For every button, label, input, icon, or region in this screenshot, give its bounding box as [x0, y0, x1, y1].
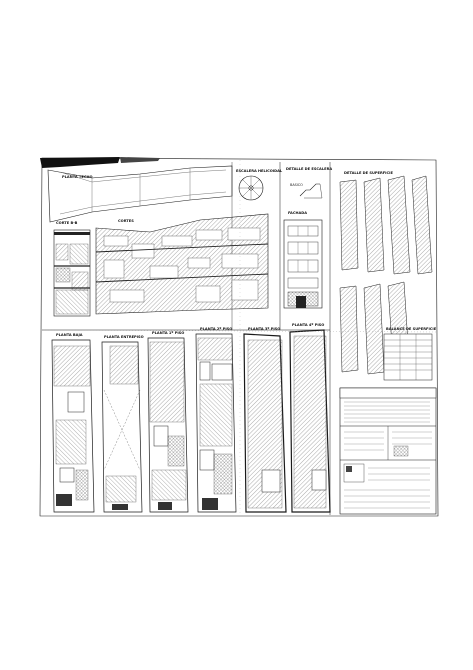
title-block	[339, 387, 437, 515]
stair-detail-label: DETALLE DE ESCALERA	[286, 167, 332, 171]
cortes-label: CORTES	[118, 219, 134, 223]
floor-plan-6-label: PLANTA 4º PISO	[292, 323, 324, 327]
roof-plan-label: PLANTA TECHO	[62, 175, 93, 179]
stair-detail-sub: BASICO	[290, 183, 303, 187]
facade: FACHADA	[283, 211, 323, 309]
floor-plan-2-label: PLANTA ENTREPISO	[104, 335, 144, 339]
floor-plan-4-label: PLANTA 2º PISO	[200, 327, 232, 331]
section-cortes: CORTES	[95, 213, 269, 315]
floor-plan-3-label: PLANTA 1º PISO	[152, 331, 184, 335]
stair-detail: DETALLE DE ESCALERA BASICO	[286, 167, 332, 199]
floor-plan-5-label: PLANTA 3º PISO	[248, 327, 280, 331]
floor-plans: PLANTA BAJA PLANTA ENTREPISO PLANTA 1º P…	[51, 323, 331, 513]
floor-plan-1-label: PLANTA BAJA	[56, 333, 83, 337]
balance-label: BALANCE DE SUPERFICIE	[386, 327, 437, 331]
floor-plan-4: PLANTA 2º PISO	[195, 327, 237, 513]
fachada-label: FACHADA	[288, 211, 307, 215]
floor-plan-5: PLANTA 3º PISO	[243, 327, 287, 513]
stair-helical-label: ESCALERA HELICOIDAL	[236, 169, 283, 173]
section-b-b: CORTE B-B	[53, 221, 91, 317]
floor-plan-2: PLANTA ENTREPISO	[101, 335, 144, 513]
helical-stair: ESCALERA HELICOIDAL	[236, 169, 283, 201]
corte-label: CORTE B-B	[56, 221, 78, 225]
floor-plan-1: PLANTA BAJA	[51, 333, 95, 513]
sheet-border	[39, 157, 439, 517]
floor-plan-3: PLANTA 1º PISO	[147, 331, 189, 513]
detail-area-label: DETALLE DE SUPERFICIE	[344, 171, 393, 175]
floor-plan-6: PLANTA 4º PISO	[289, 323, 331, 513]
surface-balance-table: BALANCE DE SUPERFICIE	[383, 327, 437, 381]
scan-shadow	[40, 157, 120, 168]
